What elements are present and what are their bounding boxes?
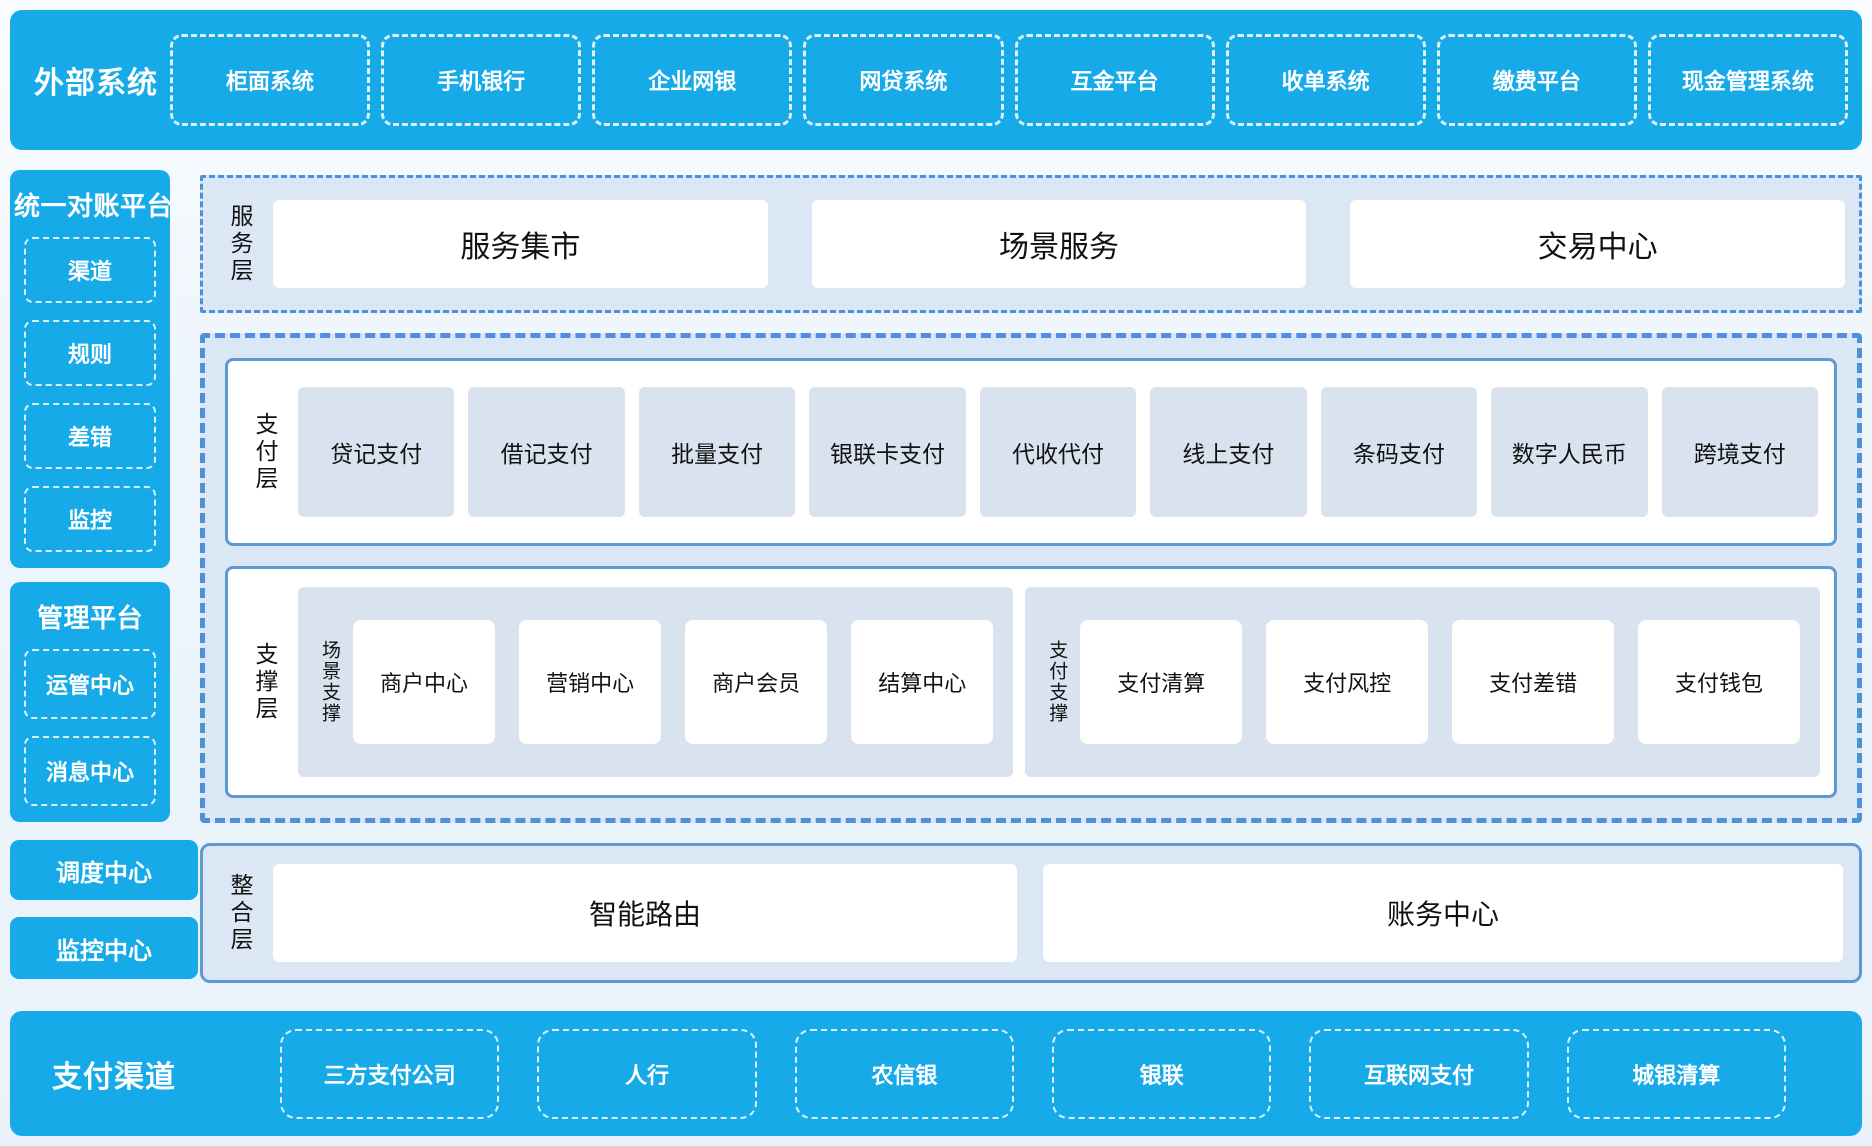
dispatch-center-box: 调度中心 — [10, 840, 198, 900]
payment-channel-box: 三方支付公司 — [280, 1028, 500, 1119]
payment-box: 数字人民币 — [1491, 387, 1648, 517]
scene-support-items: 商户中心营销中心商户会员结算中心 — [353, 620, 994, 744]
external-system-box: 收单系统 — [1225, 34, 1426, 126]
management-platform-title: 管理平台 — [36, 603, 143, 633]
integration-box: 账务中心 — [1043, 864, 1843, 962]
payment-channel-box: 城银清算 — [1566, 1028, 1786, 1119]
external-systems-banner: 外部系统 柜面系统手机银行企业网银网贷系统互金平台收单系统缴费平台现金管理系统 — [10, 10, 1862, 150]
scene-support-label: 场景支撑 — [319, 640, 340, 724]
left-column: 统一对账平台 渠道规则差错监控 管理平台 运管中心消息中心 调度中心 监控中心 — [10, 150, 198, 984]
service-layer-section: 服务层 服务集市场景服务交易中心 — [200, 175, 1862, 313]
management-items: 运管中心消息中心 — [24, 649, 156, 806]
integration-layer-items: 智能路由账务中心 — [273, 864, 1843, 962]
core-layers-container: 支付层 贷记支付借记支付批量支付银联卡支付代收代付线上支付条码支付数字人民币跨境… — [200, 333, 1862, 823]
payment-channels-banner: 支付渠道 三方支付公司人行农信银银联互联网支付城银清算 — [10, 1011, 1862, 1136]
reconciliation-item-box: 差错 — [24, 403, 156, 469]
support-layer-panel: 支撑层 场景支撑 商户中心营销中心商户会员结算中心 支付支撑 支付清算支付风控支… — [225, 566, 1837, 798]
external-system-box: 互金平台 — [1014, 34, 1215, 126]
scene-support-box: 商户中心 — [353, 620, 496, 744]
payment-channels-title: 支付渠道 — [52, 1060, 176, 1094]
management-item-box: 运管中心 — [24, 649, 156, 719]
payment-support-box: 支付清算 — [1080, 620, 1243, 744]
external-systems-list: 柜面系统手机银行企业网银网贷系统互金平台收单系统缴费平台现金管理系统 — [170, 34, 1848, 126]
service-box: 交易中心 — [1350, 200, 1846, 288]
support-layer-label: 支撑层 — [252, 641, 278, 723]
diagram-body: 统一对账平台 渠道规则差错监控 管理平台 运管中心消息中心 调度中心 监控中心 … — [10, 150, 1862, 984]
payment-support-box: 支付钱包 — [1638, 620, 1801, 744]
integration-layer-label: 整合层 — [227, 872, 253, 954]
service-layer-items: 服务集市场景服务交易中心 — [273, 200, 1846, 288]
reconciliation-platform-panel: 统一对账平台 渠道规则差错监控 — [10, 170, 174, 568]
main-column: 服务层 服务集市场景服务交易中心 支付层 贷记支付借记支付批量支付银联卡支付代收… — [200, 150, 1862, 984]
service-box: 场景服务 — [811, 200, 1307, 288]
payment-box: 条码支付 — [1320, 387, 1478, 517]
reconciliation-items: 渠道规则差错监控 — [24, 237, 156, 552]
service-layer-label: 服务层 — [227, 203, 253, 285]
payment-box: 贷记支付 — [298, 387, 455, 517]
payment-layer-panel: 支付层 贷记支付借记支付批量支付银联卡支付代收代付线上支付条码支付数字人民币跨境… — [225, 358, 1837, 546]
payment-box: 代收代付 — [979, 387, 1137, 517]
payment-layer-label: 支付层 — [252, 411, 278, 493]
support-layer-groups: 场景支撑 商户中心营销中心商户会员结算中心 支付支撑 支付清算支付风控支付差错支… — [298, 587, 1820, 777]
payment-support-items: 支付清算支付风控支付差错支付钱包 — [1080, 620, 1801, 744]
scene-support-box: 营销中心 — [519, 620, 662, 744]
payment-box: 批量支付 — [638, 387, 796, 517]
payment-box: 跨境支付 — [1661, 387, 1818, 517]
payment-box: 借记支付 — [468, 387, 625, 517]
scene-support-group: 场景支撑 商户中心营销中心商户会员结算中心 — [298, 587, 1014, 777]
external-systems-title: 外部系统 — [34, 67, 158, 100]
payment-box: 银联卡支付 — [809, 387, 966, 517]
payment-layer-items: 贷记支付借记支付批量支付银联卡支付代收代付线上支付条码支付数字人民币跨境支付 — [298, 387, 1818, 517]
payment-support-box: 支付差错 — [1452, 620, 1615, 744]
management-item-box: 消息中心 — [24, 736, 156, 806]
payment-box: 线上支付 — [1150, 387, 1307, 517]
reconciliation-item-box: 规则 — [24, 320, 156, 386]
payment-support-box: 支付风控 — [1266, 620, 1429, 744]
external-system-box: 企业网银 — [592, 34, 793, 126]
integration-layer-panel: 整合层 智能路由账务中心 — [200, 843, 1862, 983]
monitor-center-box: 监控中心 — [10, 917, 198, 979]
integration-box: 智能路由 — [273, 864, 1017, 962]
external-system-box: 现金管理系统 — [1647, 34, 1848, 126]
payment-channel-box: 农信银 — [794, 1028, 1014, 1119]
external-system-box: 缴费平台 — [1436, 34, 1637, 126]
scene-support-box: 结算中心 — [851, 620, 994, 744]
payment-support-label: 支付支撑 — [1046, 640, 1068, 724]
management-platform-panel: 管理平台 运管中心消息中心 — [10, 582, 170, 822]
reconciliation-item-box: 监控 — [24, 486, 156, 552]
external-system-box: 柜面系统 — [170, 34, 371, 126]
external-system-box: 手机银行 — [381, 34, 582, 126]
payment-channels-list: 三方支付公司人行农信银银联互联网支付城银清算 — [280, 1028, 1786, 1119]
payment-support-group: 支付支撑 支付清算支付风控支付差错支付钱包 — [1025, 587, 1820, 777]
service-box: 服务集市 — [273, 200, 768, 288]
external-system-box: 网贷系统 — [803, 34, 1004, 126]
payment-channel-box: 互联网支付 — [1309, 1028, 1529, 1119]
payment-channel-box: 人行 — [537, 1028, 757, 1119]
payment-channel-box: 银联 — [1051, 1028, 1272, 1119]
reconciliation-platform-title: 统一对账平台 — [14, 191, 174, 221]
scene-support-box: 商户会员 — [685, 620, 828, 744]
reconciliation-item-box: 渠道 — [24, 237, 156, 303]
